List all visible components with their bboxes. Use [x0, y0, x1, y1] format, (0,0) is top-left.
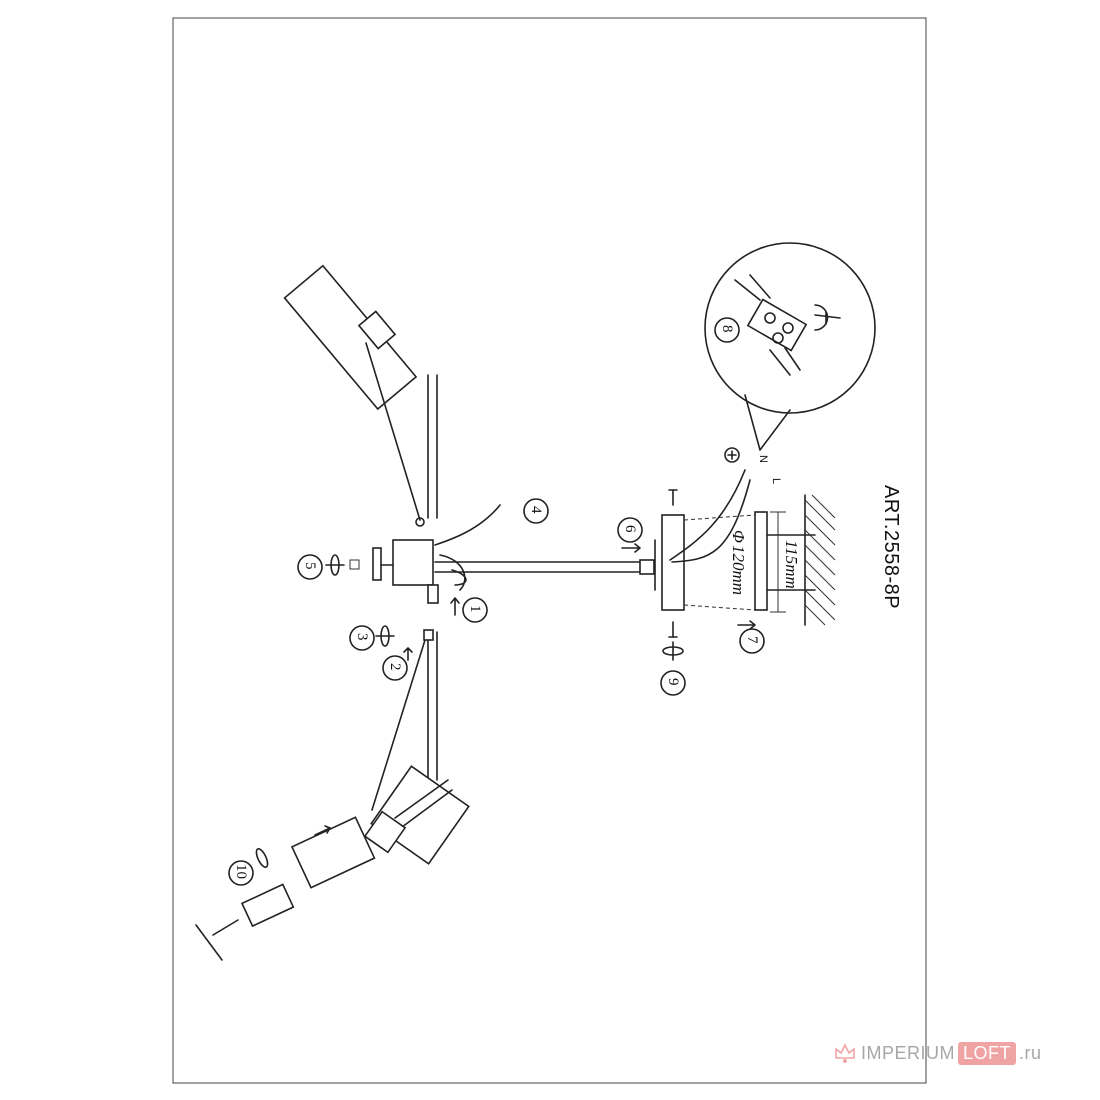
svg-text:10: 10	[233, 864, 249, 879]
screw-top	[668, 489, 678, 506]
step-marker-4: 4	[523, 498, 549, 524]
svg-text:9: 9	[665, 678, 681, 686]
dimension-120-label: 120mm	[729, 545, 748, 595]
svg-text:7: 7	[744, 636, 760, 644]
step-marker-10: 10	[228, 860, 254, 886]
diameter-symbol: Φ	[729, 530, 748, 543]
svg-text:4: 4	[528, 506, 544, 514]
wire-label-l: L	[770, 478, 782, 484]
main-stem	[434, 539, 656, 591]
step-marker-8: 8	[714, 317, 740, 343]
step-marker-3: 3	[349, 625, 375, 651]
rotate-icon-9	[662, 641, 684, 661]
lower-arm	[371, 629, 438, 811]
svg-text:8: 8	[719, 325, 735, 333]
bulb-socket	[195, 816, 376, 961]
watermark-brand: IMPERIUM	[861, 1042, 955, 1063]
svg-text:3: 3	[354, 633, 370, 641]
ground-icon	[724, 447, 740, 463]
step-marker-1: 1	[462, 597, 488, 623]
watermark: IMPERIUM LOFT .ru	[832, 1038, 1092, 1068]
watermark-box: LOFT	[958, 1041, 1017, 1065]
step-marker-6: 6	[617, 517, 643, 543]
svg-text:6: 6	[622, 525, 638, 533]
sheet-frame	[172, 17, 927, 1084]
step-marker-7: 7	[739, 628, 765, 654]
connector-detail	[704, 242, 876, 451]
mounting-bracket	[754, 511, 816, 611]
arrow-7	[737, 620, 756, 630]
svg-text:2: 2	[387, 663, 403, 671]
dimension-115: 115mm	[770, 511, 801, 613]
article-title: ART.2558-8P	[880, 485, 902, 609]
dimension-120: Φ 120mm	[729, 530, 748, 595]
wire-label-n: N	[757, 455, 769, 463]
step-marker-2: 2	[382, 655, 408, 681]
rotate-icon-10	[255, 847, 269, 869]
step-marker-5: 5	[297, 554, 323, 580]
arrow-10	[314, 825, 331, 836]
screw-bottom	[668, 621, 678, 638]
arrow-2	[403, 647, 413, 661]
upper-shade	[283, 264, 438, 527]
watermark-domain: .ru	[1019, 1042, 1042, 1063]
lower-shade	[363, 765, 470, 865]
crown-icon	[835, 1043, 855, 1063]
center-hub	[372, 504, 501, 604]
svg-text:1: 1	[467, 605, 483, 613]
rotate-icon-3	[375, 625, 395, 647]
dimension-115-label: 115mm	[782, 540, 801, 589]
canopy	[661, 469, 756, 611]
arrow-1	[450, 597, 460, 616]
arrow-6	[621, 543, 641, 553]
svg-text:5: 5	[302, 562, 318, 570]
rotate-icon-5	[325, 554, 360, 576]
wall	[804, 494, 836, 626]
step-marker-9: 9	[660, 670, 686, 696]
